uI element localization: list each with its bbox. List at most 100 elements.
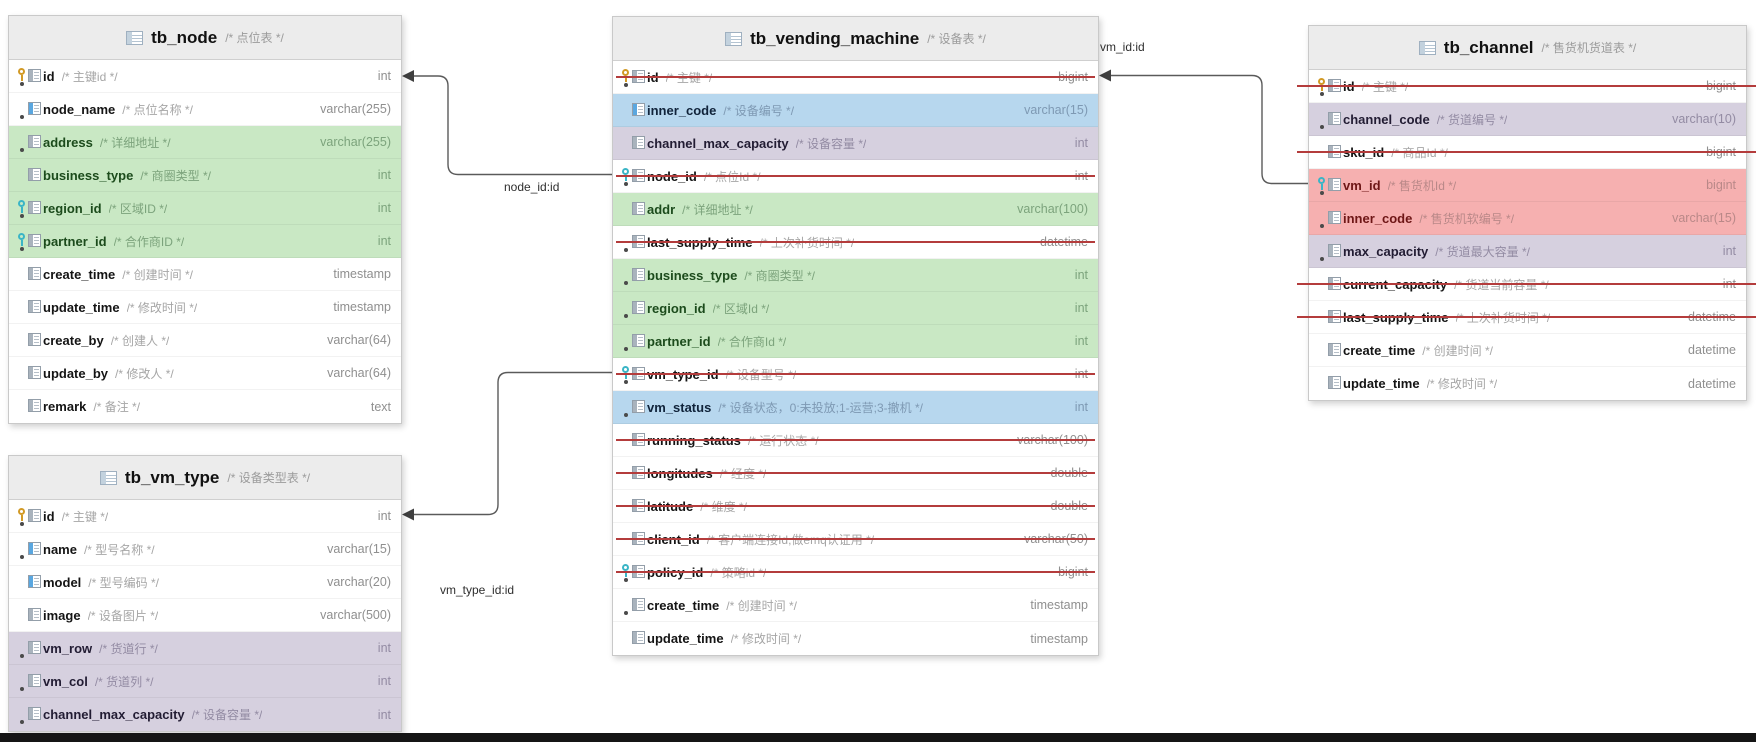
field-row-business_type[interactable]: business_type/* 商圈类型 */int: [9, 159, 401, 192]
table-icon: [1418, 40, 1436, 55]
field-row-vm_type_id[interactable]: vm_type_id/* 设备型号 */int: [613, 358, 1098, 391]
table-header[interactable]: tb_node/* 点位表 */: [9, 16, 401, 60]
field-row-channel_code[interactable]: channel_code/* 货道编号 */varchar(10): [1309, 103, 1746, 136]
field-name: update_by: [43, 365, 109, 381]
table-title: tb_node: [151, 27, 218, 47]
field-name: update_time: [43, 299, 120, 315]
field-comment: /* 上次补货时间 */: [759, 235, 855, 250]
field-row-remark[interactable]: remark/* 备注 */text: [9, 390, 401, 423]
field-row-last_supply_time[interactable]: last_supply_time/* 上次补货时间 */datetime: [1297, 301, 1756, 334]
field-type: bigint: [1058, 565, 1088, 579]
field-name: create_by: [43, 332, 104, 348]
table-header[interactable]: tb_channel/* 售货机货道表 */: [1309, 26, 1746, 70]
field-name: max_capacity: [1343, 243, 1429, 259]
field-row-id[interactable]: id/* 主键id */int: [9, 60, 401, 93]
column-icon: [17, 673, 43, 691]
field-row-update_time[interactable]: update_time/* 修改时间 */timestamp: [613, 622, 1098, 655]
column-icon: [17, 640, 43, 658]
field-row-vm_status[interactable]: vm_status/* 设备状态，0:未投放;1-运营;3-撤机 */int: [613, 391, 1098, 424]
field-comment: /* 主键 */: [665, 70, 713, 85]
field-row-last_supply_time[interactable]: last_supply_time/* 上次补货时间 */datetime: [613, 226, 1098, 259]
field-row-sku_id[interactable]: sku_id/* 商品Id */bigint: [1297, 136, 1756, 169]
field-row-update_time[interactable]: update_time /* 修改时间 */ timestamp: [9, 291, 401, 324]
field-row-business_type[interactable]: business_type/* 商圈类型 */int: [613, 259, 1098, 292]
relation-line-node_id:id[interactable]: [414, 75, 612, 176]
field-row-policy_id[interactable]: policy_id/* 策略id */bigint: [613, 556, 1098, 589]
field-name: channel_max_capacity: [647, 135, 789, 151]
field-name: inner_code: [1343, 210, 1413, 226]
field-row-create_time[interactable]: create_time/* 创建时间 */datetime: [1309, 334, 1746, 367]
column-icon: [17, 706, 43, 724]
field-comment: /* 修改时间 */: [126, 300, 198, 315]
field-name: last_supply_time: [1343, 309, 1449, 325]
field-row-address[interactable]: address/* 详细地址 */varchar(255): [9, 126, 401, 159]
field-comment: /* 创建时间 */: [122, 267, 193, 282]
field-row-create_time[interactable]: create_time/* 创建时间 */timestamp: [9, 258, 401, 291]
field-comment: /* 货道当前容量 */: [1454, 277, 1549, 292]
field-row-region_id[interactable]: region_id/* 区域Id */int: [613, 292, 1098, 325]
field-row-vm_row[interactable]: vm_row/* 货道行 */int: [9, 632, 401, 665]
field-row-partner_id[interactable]: partner_id/* 合作商ID */int: [9, 225, 401, 258]
field-row-id[interactable]: id/* 主键 */int: [9, 500, 401, 533]
foreign-key-icon: [1317, 176, 1343, 195]
field-row-partner_id[interactable]: partner_id/* 合作商Id */int: [613, 325, 1098, 358]
field-row-longitudes[interactable]: longitudes/* 经度 */double: [613, 457, 1098, 490]
table-header[interactable]: tb_vending_machine/* 设备表 */: [613, 17, 1098, 61]
field-row-update_time[interactable]: update_time/* 修改时间 */datetime: [1309, 367, 1746, 400]
field-row-update_by[interactable]: update_by/* 修改人 */varchar(64): [9, 357, 401, 390]
field-row-name[interactable]: name/* 型号名称 */varchar(15): [9, 533, 401, 566]
field-row-create_by[interactable]: create_by/* 创建人 */varchar(64): [9, 324, 401, 357]
field-row-model[interactable]: model/* 型号编码 */varchar(20): [9, 566, 401, 599]
field-name: address: [43, 134, 93, 150]
field-row-vm_id[interactable]: vm_id/* 售货机Id */bigint: [1309, 169, 1746, 202]
field-name: vm_type_id: [647, 366, 719, 382]
field-row-max_capacity[interactable]: max_capacity/* 货道最大容量 */int: [1309, 235, 1746, 268]
field-row-inner_code[interactable]: inner_code/* 售货机软编号 */varchar(15): [1309, 202, 1746, 235]
field-row-region_id[interactable]: region_id/* 区域ID */int: [9, 192, 401, 225]
field-name: business_type: [647, 267, 738, 283]
field-row-latitude[interactable]: latitude/* 维度 */double: [613, 490, 1098, 523]
column-icon: [17, 299, 43, 316]
field-comment: /* 设备型号 */: [725, 367, 797, 382]
column-icon: [621, 267, 647, 285]
field-type: varchar(20): [327, 575, 391, 589]
field-row-client_id[interactable]: client_id/* 客户端连接Id,做emq认证用 */varchar(50…: [613, 523, 1098, 556]
column-icon: [621, 399, 647, 417]
field-row-node_name[interactable]: node_name/* 点位名称 */varchar(255): [9, 93, 401, 126]
table-tb_vending_machine[interactable]: tb_vending_machine/* 设备表 */id/* 主键 */big…: [612, 16, 1099, 656]
field-row-vm_col[interactable]: vm_col/* 货道列 */int: [9, 665, 401, 698]
field-comment: /* 区域ID */: [108, 201, 168, 216]
field-row-current_capacity[interactable]: current_capacity/* 货道当前容量 */int: [1297, 268, 1756, 301]
relation-line-vm_id:id[interactable]: [1111, 74, 1308, 185]
field-row-addr[interactable]: addr/* 详细地址 */varchar(100): [613, 193, 1098, 226]
field-row-channel_max_capacity[interactable]: channel_max_capacity/* 设备容量 */int: [613, 127, 1098, 160]
field-row-id[interactable]: id/* 主键 */bigint: [1297, 70, 1756, 103]
field-comment: /* 设备图片 */: [87, 608, 159, 623]
field-comment: /* 主键 */: [1361, 79, 1409, 94]
field-comment: /* 创建时间 */: [726, 598, 797, 613]
table-icon: [126, 30, 144, 45]
field-type: varchar(500): [320, 608, 391, 622]
column-icon: [621, 465, 647, 482]
column-icon: [1317, 276, 1343, 293]
relation-line-vm_type_id:id[interactable]: [414, 371, 612, 516]
field-row-running_status[interactable]: running_status/* 运行状态 */varchar(100): [613, 424, 1098, 457]
column-icon: [621, 234, 647, 252]
field-row-channel_max_capacity[interactable]: channel_max_capacity/* 设备容量 */int: [9, 698, 401, 731]
field-row-node_id[interactable]: node_id/* 点位Id */int: [613, 160, 1098, 193]
field-comment: /* 备注 */: [93, 400, 141, 414]
field-row-image[interactable]: image/* 设备图片 */varchar(500): [9, 599, 401, 632]
table-header[interactable]: tb_vm_type/* 设备类型表 */: [9, 456, 401, 500]
field-row-create_time[interactable]: create_time/* 创建时间 */timestamp: [613, 589, 1098, 622]
field-row-id[interactable]: id/* 主键 */bigint: [613, 61, 1098, 94]
field-comment: /* 修改时间 */: [1426, 377, 1498, 391]
primary-key-icon: [1317, 77, 1343, 96]
field-type: timestamp: [333, 300, 391, 314]
field-row-inner_code[interactable]: inner_code/* 设备编号 */varchar(15): [613, 94, 1098, 127]
field-type: varchar(64): [327, 366, 391, 380]
field-name: partner_id: [647, 333, 711, 349]
